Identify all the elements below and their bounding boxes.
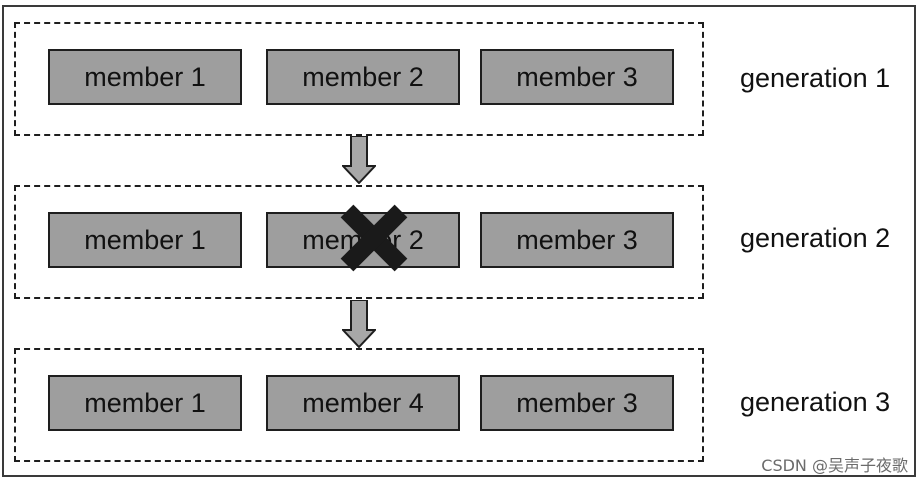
gen3-member-3: member 3 [480,375,674,431]
generation-3-label: generation 3 [740,387,891,417]
member-label: member 2 [302,61,424,92]
gen3-member-4: member 4 [266,375,460,431]
down-arrow-icon [342,300,376,348]
gen2-member-1: member 1 [48,212,242,268]
gen1-member-1: member 1 [48,49,242,105]
member-label: member 1 [84,387,206,418]
generation-2-group [14,185,704,299]
member-label: member 1 [84,61,206,92]
down-arrow-icon [342,136,376,184]
member-label: member 1 [84,224,206,255]
gen3-member-1: member 1 [48,375,242,431]
gen2-member-3: member 3 [480,212,674,268]
member-label: member 3 [516,61,638,92]
generation-1-group [14,22,704,136]
generation-2-label: generation 2 [740,223,891,253]
member-label: member 3 [516,224,638,255]
gen1-member-3: member 3 [480,49,674,105]
failure-cross-icon [340,204,408,272]
generation-3-group [14,348,704,462]
diagram-frame [2,5,916,477]
member-label: member 4 [302,387,424,418]
generation-1-label: generation 1 [740,63,891,93]
watermark: CSDN @吴声子夜歌 [761,456,908,475]
gen1-member-2: member 2 [266,49,460,105]
member-label: member 3 [516,387,638,418]
